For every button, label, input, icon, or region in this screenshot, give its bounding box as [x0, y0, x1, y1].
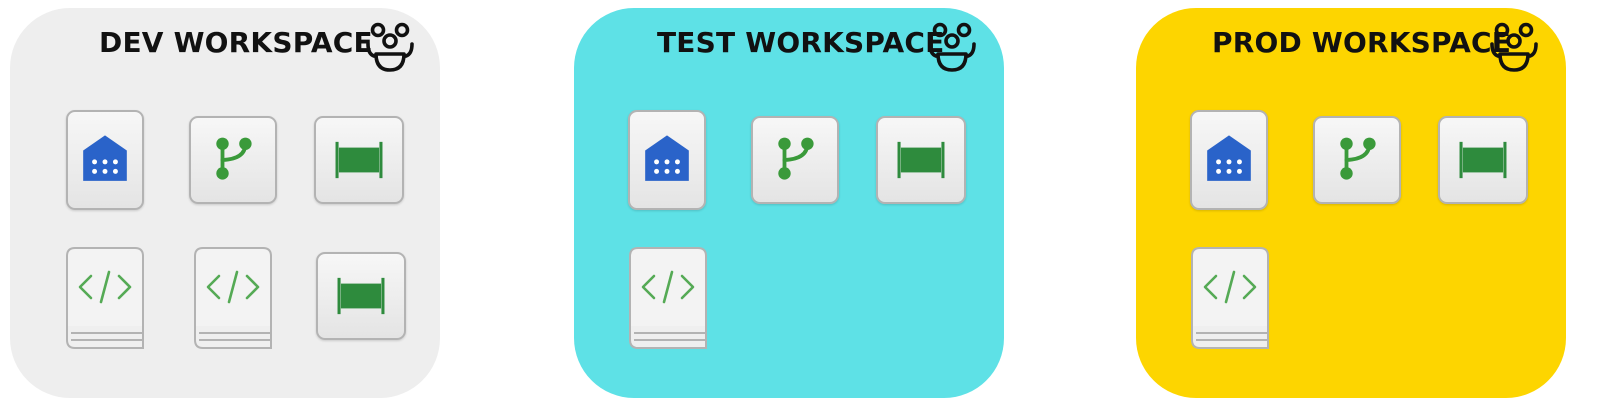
- notebook-tile[interactable]: [193, 246, 273, 350]
- notebook-icon: [66, 247, 144, 349]
- notebook-icon: [629, 247, 707, 349]
- git-branch-tile[interactable]: [751, 116, 839, 204]
- pipeline-icon: [1459, 141, 1507, 179]
- warehouse-tile[interactable]: [1190, 110, 1268, 210]
- git-branch-icon: [216, 137, 252, 180]
- git-branch-icon: [778, 137, 814, 180]
- prod-workspace: PROD WORKSPACE: [1136, 8, 1566, 398]
- warehouse-icon: [645, 135, 689, 181]
- pipeline-tile[interactable]: [314, 116, 404, 204]
- people-group-icon: [362, 18, 418, 74]
- workspace-title: PROD WORKSPACE: [1212, 26, 1512, 59]
- warehouse-icon: [1207, 135, 1251, 181]
- dev-workspace: DEV WORKSPACE: [10, 8, 440, 398]
- notebook-tile[interactable]: [1190, 246, 1270, 350]
- pipeline-tile[interactable]: [316, 252, 406, 340]
- pipeline-icon: [897, 141, 945, 179]
- warehouse-tile[interactable]: [66, 110, 144, 210]
- pipeline-icon: [335, 141, 383, 179]
- warehouse-tile[interactable]: [628, 110, 706, 210]
- test-workspace: TEST WORKSPACE: [574, 8, 1004, 398]
- pipeline-icon: [337, 277, 385, 315]
- notebook-icon: [194, 247, 272, 349]
- git-branch-tile[interactable]: [189, 116, 277, 204]
- notebook-icon: [1191, 247, 1269, 349]
- workspace-title: DEV WORKSPACE: [99, 26, 373, 59]
- pipeline-tile[interactable]: [1438, 116, 1528, 204]
- notebook-tile[interactable]: [628, 246, 708, 350]
- workspace-title: TEST WORKSPACE: [657, 26, 945, 59]
- git-branch-icon: [1340, 137, 1376, 180]
- pipeline-tile[interactable]: [876, 116, 966, 204]
- notebook-tile[interactable]: [65, 246, 145, 350]
- people-group-icon: [924, 18, 980, 74]
- warehouse-icon: [83, 135, 127, 181]
- people-group-icon: [1486, 18, 1542, 74]
- git-branch-tile[interactable]: [1313, 116, 1401, 204]
